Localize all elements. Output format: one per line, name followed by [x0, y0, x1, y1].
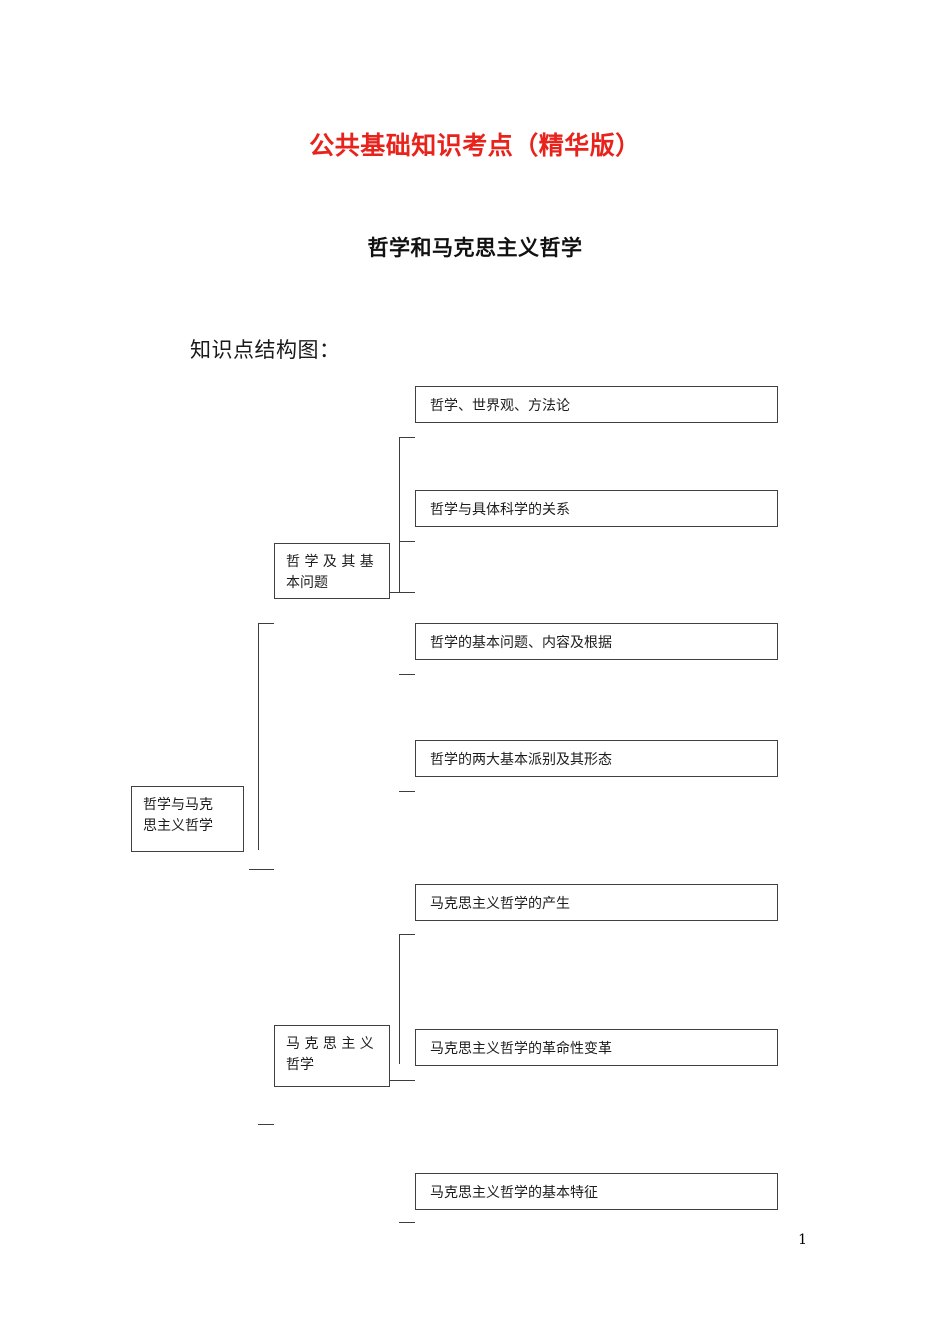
page-number: 1 [798, 1232, 807, 1248]
section-label-structure-diagram: 知识点结构图： [190, 338, 341, 362]
root-label: 哲学与马克 思主义哲学 [143, 797, 213, 834]
diagram-branch-marxist-philosophy: 马 克 思 主 义 哲学 [274, 1025, 390, 1087]
diagram-leaf-two-major-schools-and-forms: 哲学的两大基本派别及其形态 [415, 740, 778, 777]
connector-root-to-branch2 [258, 1124, 274, 1126]
connector-branch2-to-leaf5 [399, 934, 415, 936]
connector-branch1-to-leaf2 [399, 541, 415, 543]
leaf-label: 哲学与具体科学的关系 [430, 502, 570, 518]
diagram-leaf-philosophy-worldview-methodology: 哲学、世界观、方法论 [415, 386, 778, 423]
connector-root-out [249, 869, 274, 871]
leaf-label: 哲学的基本问题、内容及根据 [430, 635, 612, 651]
connector-branch1-to-leaf3 [399, 674, 415, 676]
connector-branch1-spine [399, 437, 401, 592]
connector-branch2-to-leaf7 [399, 1222, 415, 1224]
diagram-leaf-philosophy-and-specific-sciences: 哲学与具体科学的关系 [415, 490, 778, 527]
diagram-leaf-emergence-of-marxist-philosophy: 马克思主义哲学的产生 [415, 884, 778, 921]
branch-label: 马 克 思 主 义 哲学 [286, 1036, 374, 1073]
document-title: 公共基础知识考点（精华版） [309, 131, 641, 160]
connector-branch2-spine [399, 934, 401, 1064]
connector-branch1-to-leaf4 [399, 791, 415, 793]
connector-branch2-out [390, 1080, 415, 1082]
connector-branch1-out [390, 592, 415, 594]
leaf-label: 哲学、世界观、方法论 [430, 398, 570, 414]
leaf-label: 马克思主义哲学的革命性变革 [430, 1041, 612, 1057]
diagram-leaf-basic-question-content-basis: 哲学的基本问题、内容及根据 [415, 623, 778, 660]
connector-branch1-to-leaf1 [399, 437, 415, 439]
diagram-leaf-revolutionary-transformation: 马克思主义哲学的革命性变革 [415, 1029, 778, 1066]
leaf-label: 马克思主义哲学的产生 [430, 896, 570, 912]
leaf-label: 哲学的两大基本派别及其形态 [430, 752, 612, 768]
document-subtitle: 哲学和马克思主义哲学 [367, 235, 583, 260]
connector-root-spine [258, 623, 260, 850]
diagram-root-philosophy-and-marxist-philosophy: 哲学与马克 思主义哲学 [131, 786, 244, 852]
connector-root-to-branch1 [258, 623, 274, 625]
diagram-branch-philosophy-and-basic-question: 哲 学 及 其 基 本问题 [274, 543, 390, 599]
leaf-label: 马克思主义哲学的基本特征 [430, 1185, 598, 1201]
diagram-leaf-basic-characteristics: 马克思主义哲学的基本特征 [415, 1173, 778, 1210]
branch-label: 哲 学 及 其 基 本问题 [286, 554, 374, 591]
